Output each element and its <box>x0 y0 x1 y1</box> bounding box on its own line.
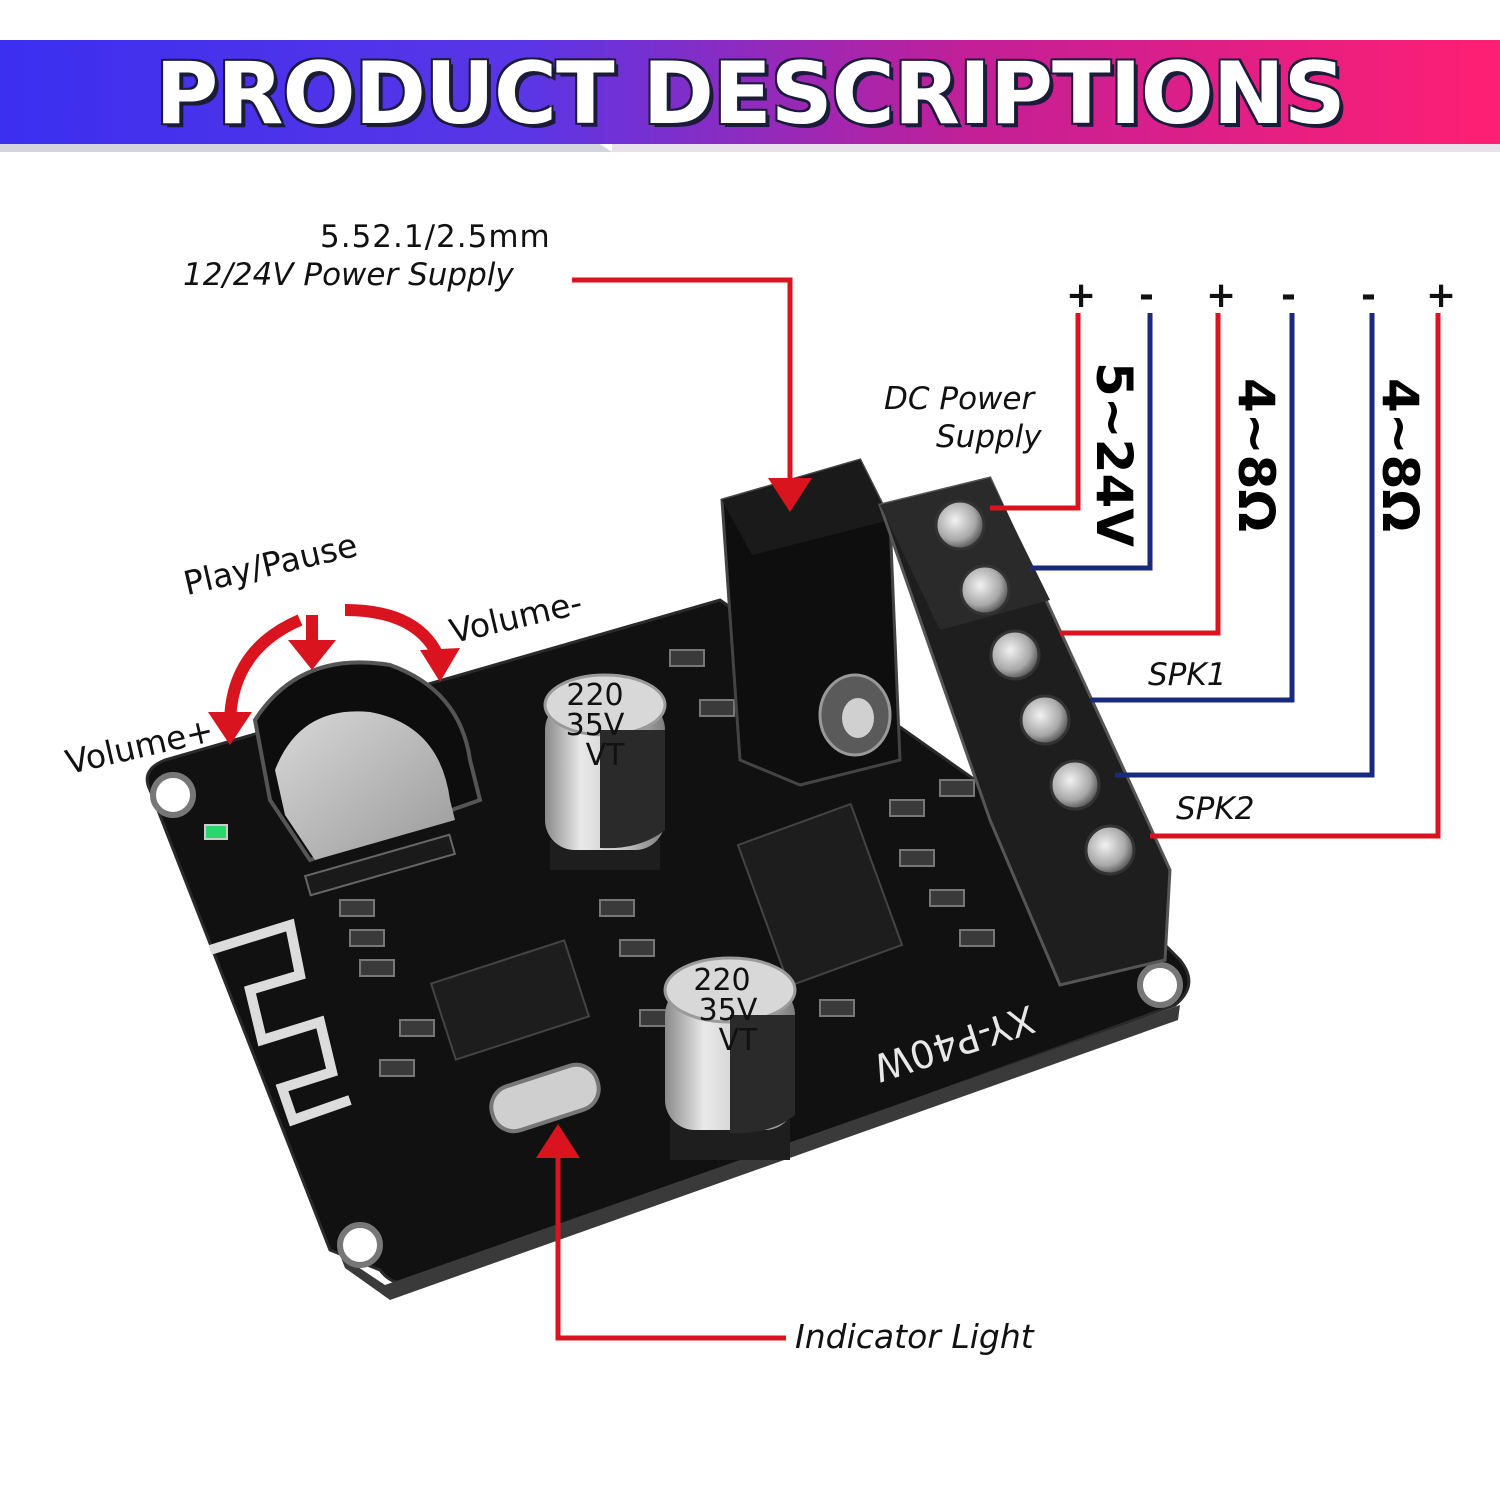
arrow-play-pause <box>288 640 336 670</box>
callout-power-jack <box>572 277 793 495</box>
cap1-value: 220 <box>566 678 623 713</box>
callout-dc-minus <box>1030 313 1153 571</box>
callout-spk1-minus <box>1090 313 1295 703</box>
dc-power-jack <box>720 458 902 787</box>
cap2-series: VT <box>719 1023 759 1058</box>
terminal-screw <box>1084 824 1136 876</box>
arrow-volume-plus-arc <box>224 614 303 726</box>
rotary-button[interactable] <box>252 660 483 897</box>
label-voltage-range: 5~24V <box>1085 362 1143 547</box>
crystal-oscillator <box>489 1062 601 1134</box>
arrow-indicator <box>536 1124 580 1158</box>
label-power-jack-voltage: 12/24V Power Supply <box>183 257 514 293</box>
antenna-trace <box>208 918 352 1127</box>
terminal-screw <box>1019 694 1071 746</box>
callout-spk2-plus <box>1150 313 1441 839</box>
arrow-volume-plus <box>208 712 252 745</box>
banner-title: PRODUCT DESCRIPTIONS <box>155 44 1345 144</box>
mounting-hole <box>337 1222 383 1268</box>
mounting-hole <box>150 772 196 818</box>
label-spk1: SPK1 <box>1148 657 1227 693</box>
label-dc-power: DC Power <box>884 381 1035 417</box>
callout-indicator <box>555 1140 786 1341</box>
cap1-series: VT <box>586 738 626 773</box>
terminal-screw <box>989 629 1041 681</box>
arrow-power-jack <box>768 478 812 512</box>
callout-lines <box>208 277 1441 1341</box>
cap2-value: 220 <box>693 963 750 998</box>
label-spk1-impedance: 4~8Ω <box>1227 378 1285 532</box>
polarity-spk1-plus: + <box>1206 275 1237 316</box>
screw-terminal-block <box>878 476 1172 987</box>
terminal-screw <box>1049 759 1101 811</box>
polarity-dc-minus: - <box>1139 275 1154 316</box>
cap1-voltage: 35V <box>566 708 625 743</box>
label-spk2-impedance: 4~8Ω <box>1371 378 1429 532</box>
polarity-spk2-plus: + <box>1426 275 1457 316</box>
polarity-spk1-minus: - <box>1281 275 1296 316</box>
label-spk2: SPK2 <box>1176 791 1255 827</box>
terminal-screw <box>934 499 986 551</box>
terminal-screw <box>959 564 1011 616</box>
banner-background <box>0 40 1500 152</box>
amp-chip <box>429 939 591 1061</box>
label-dc-supply: Supply <box>936 419 1042 455</box>
polarity-dc-plus: + <box>1066 275 1097 316</box>
mounting-hole <box>1137 962 1183 1008</box>
label-indicator-light: Indicator Light <box>795 1317 1034 1356</box>
main-chip <box>736 802 904 988</box>
callout-spk1-plus <box>1060 313 1221 636</box>
label-power-jack-size: 5.52.1/2.5mm <box>320 219 551 255</box>
cap2-voltage: 35V <box>699 993 758 1028</box>
polarity-spk2-minus: - <box>1361 275 1376 316</box>
callout-spk2-minus <box>1115 313 1375 778</box>
arrow-volume-minus <box>420 648 460 682</box>
capacitor-1: 220 35V VT <box>543 673 667 870</box>
indicator-led <box>204 824 228 840</box>
capacitor-2: 220 35V VT <box>663 956 797 1160</box>
callout-dc-plus <box>990 313 1081 511</box>
